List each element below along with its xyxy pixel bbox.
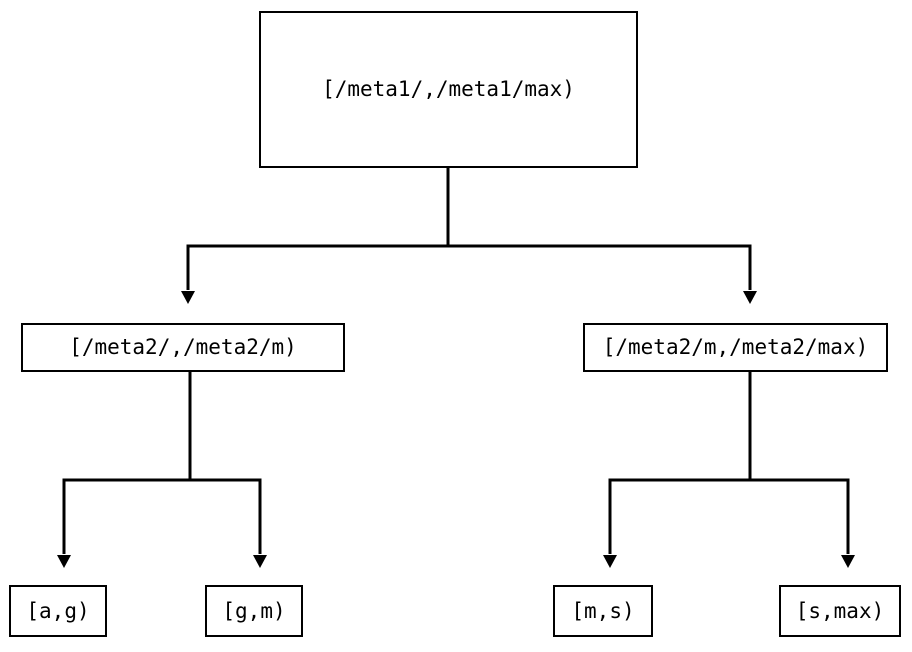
node-leaf-2[interactable]: [g,m): [205, 585, 303, 637]
node-leaf-1[interactable]: [a,g): [9, 585, 107, 637]
node-leaf-4[interactable]: [s,max): [779, 585, 901, 637]
node-leaf-2-label: [g,m): [222, 598, 286, 623]
node-mid-left-label: [/meta2/,/meta2/m): [69, 335, 297, 359]
node-mid-right-label: [/meta2/m,/meta2/max): [602, 335, 869, 359]
node-root-label: [/meta1/,/meta1/max): [322, 77, 575, 101]
node-leaf-1-label: [a,g): [26, 598, 90, 623]
edge-root-to-mid-right: [446, 168, 757, 304]
edge-mid-left-to-leaf-1: [57, 372, 192, 568]
arrowhead-icon: [181, 291, 195, 304]
arrowhead-icon: [253, 555, 267, 568]
arrowhead-icon: [603, 555, 617, 568]
edge-mid-right-to-leaf-3: [603, 372, 752, 568]
node-root[interactable]: [/meta1/,/meta1/max): [259, 11, 638, 168]
edge-mid-right-to-leaf-4: [748, 372, 855, 568]
node-mid-left[interactable]: [/meta2/,/meta2/m): [21, 323, 345, 372]
edge-root-to-mid-left: [181, 168, 450, 304]
node-leaf-3[interactable]: [m,s): [553, 585, 653, 637]
node-mid-right[interactable]: [/meta2/m,/meta2/max): [583, 323, 888, 372]
node-leaf-3-label: [m,s): [571, 598, 635, 623]
arrowhead-icon: [743, 291, 757, 304]
arrowhead-icon: [841, 555, 855, 568]
edge-mid-left-to-leaf-2: [188, 372, 267, 568]
arrowhead-icon: [57, 555, 71, 568]
node-leaf-4-label: [s,max): [795, 598, 885, 623]
